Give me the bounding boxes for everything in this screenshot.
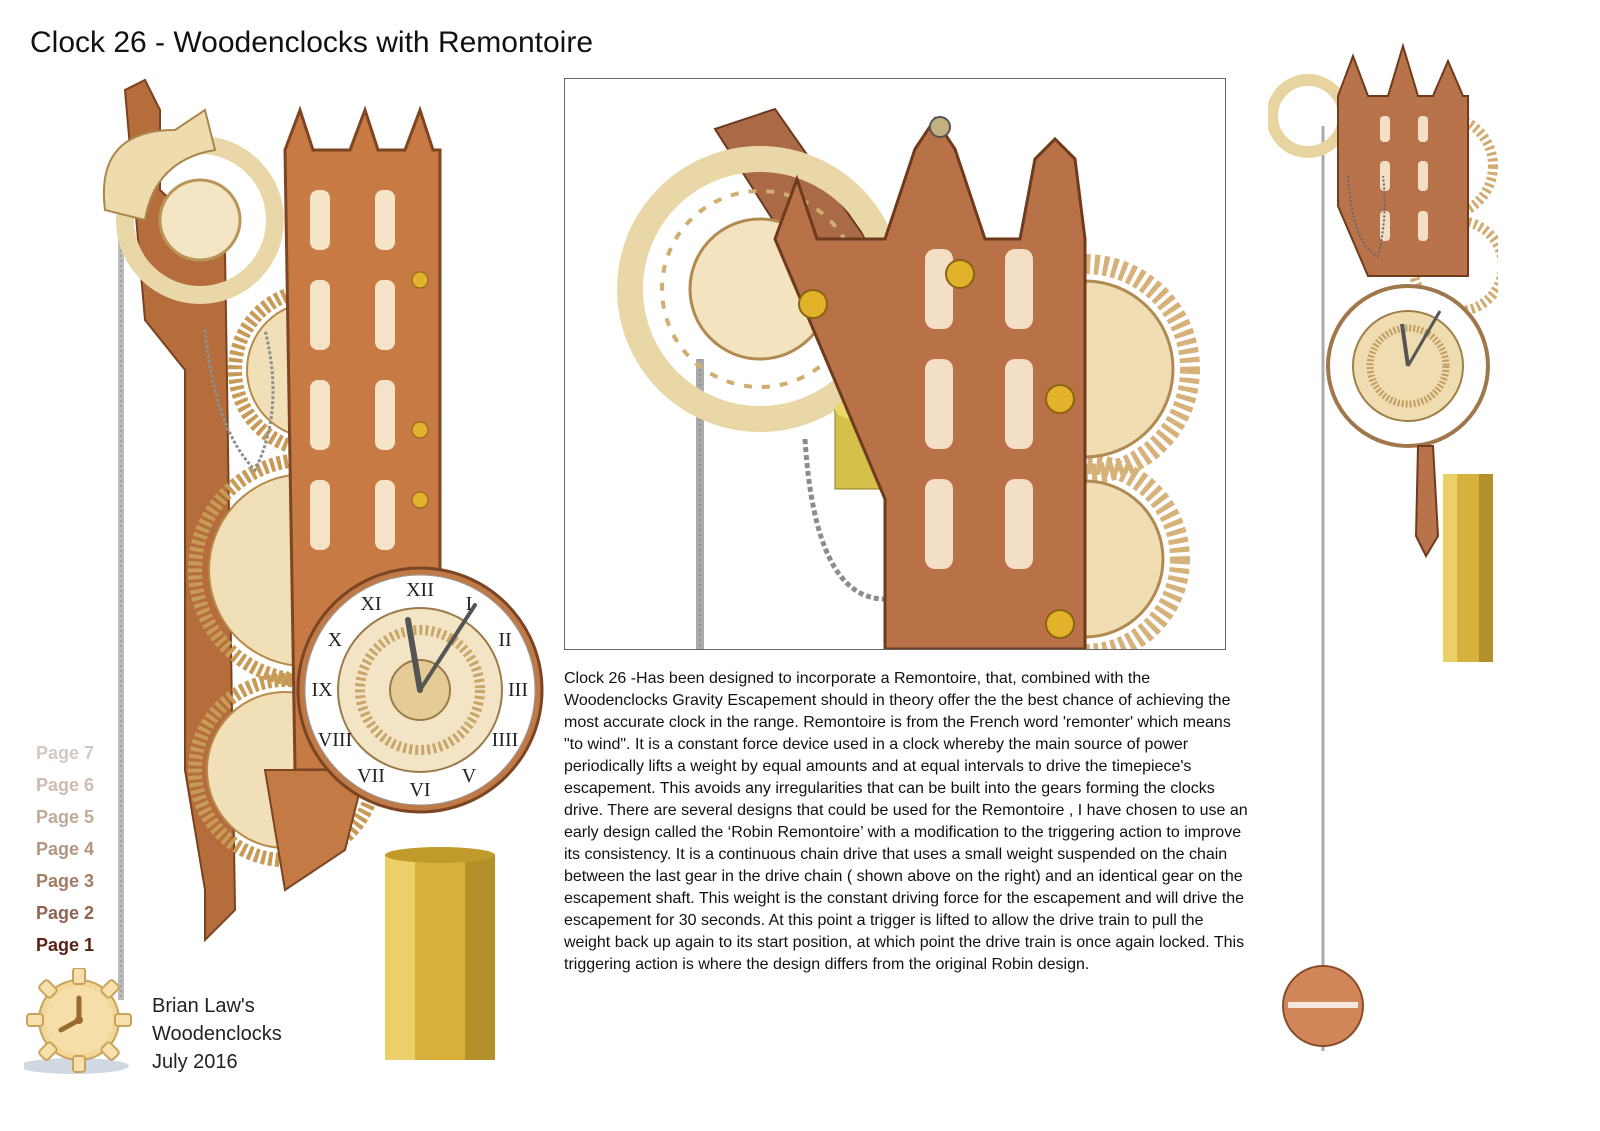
page-title: Clock 26 - Woodenclocks with Remontoire [30, 26, 594, 59]
dial-numeral-iiii: IIII [492, 729, 519, 751]
dial-numeral-vii: VII [357, 765, 385, 787]
nav-page-6[interactable]: Page 6 [36, 775, 95, 795]
clock-render-main: XII I II III IIII V VI VII VIII IX X XI [85, 70, 565, 1070]
nav-page-7[interactable]: Page 7 [36, 743, 95, 763]
clock-render-overview [1268, 36, 1498, 1056]
nav-page-4[interactable]: Page 4 [36, 839, 95, 859]
page-navigation: Page 7 Page 6 Page 5 Page 4 Page 3 Page … [36, 742, 126, 966]
dial-numeral-xi: XI [360, 593, 381, 615]
credit-date: July 2016 [152, 1051, 238, 1073]
credit-brand: Woodenclocks [152, 1023, 282, 1045]
dial-numeral-iii: III [508, 679, 528, 701]
dial-numeral-xii: XII [406, 579, 434, 601]
remontoire-detail-image [564, 78, 1226, 650]
author-credit: Brian Law's Woodenclocks July 2016 [152, 992, 282, 1076]
dial-numeral-v: V [462, 765, 477, 787]
nav-page-1[interactable]: Page 1 [36, 935, 95, 955]
credit-author: Brian Law's [152, 995, 255, 1017]
nav-page-3[interactable]: Page 3 [36, 871, 95, 891]
dial-numeral-ix: IX [311, 679, 333, 701]
dial-numeral-ii: II [498, 629, 511, 651]
description-text: Clock 26 -Has been designed to incorpora… [564, 670, 1248, 973]
wooden-gear-clock-logo-icon [24, 968, 139, 1078]
dial-numeral-vi: VI [409, 779, 430, 801]
dial-numeral-x: X [328, 629, 343, 651]
nav-page-2[interactable]: Page 2 [36, 903, 95, 923]
dial-numeral-i: I [466, 593, 473, 615]
dial-numeral-viii: VIII [318, 729, 352, 751]
nav-page-5[interactable]: Page 5 [36, 807, 95, 827]
